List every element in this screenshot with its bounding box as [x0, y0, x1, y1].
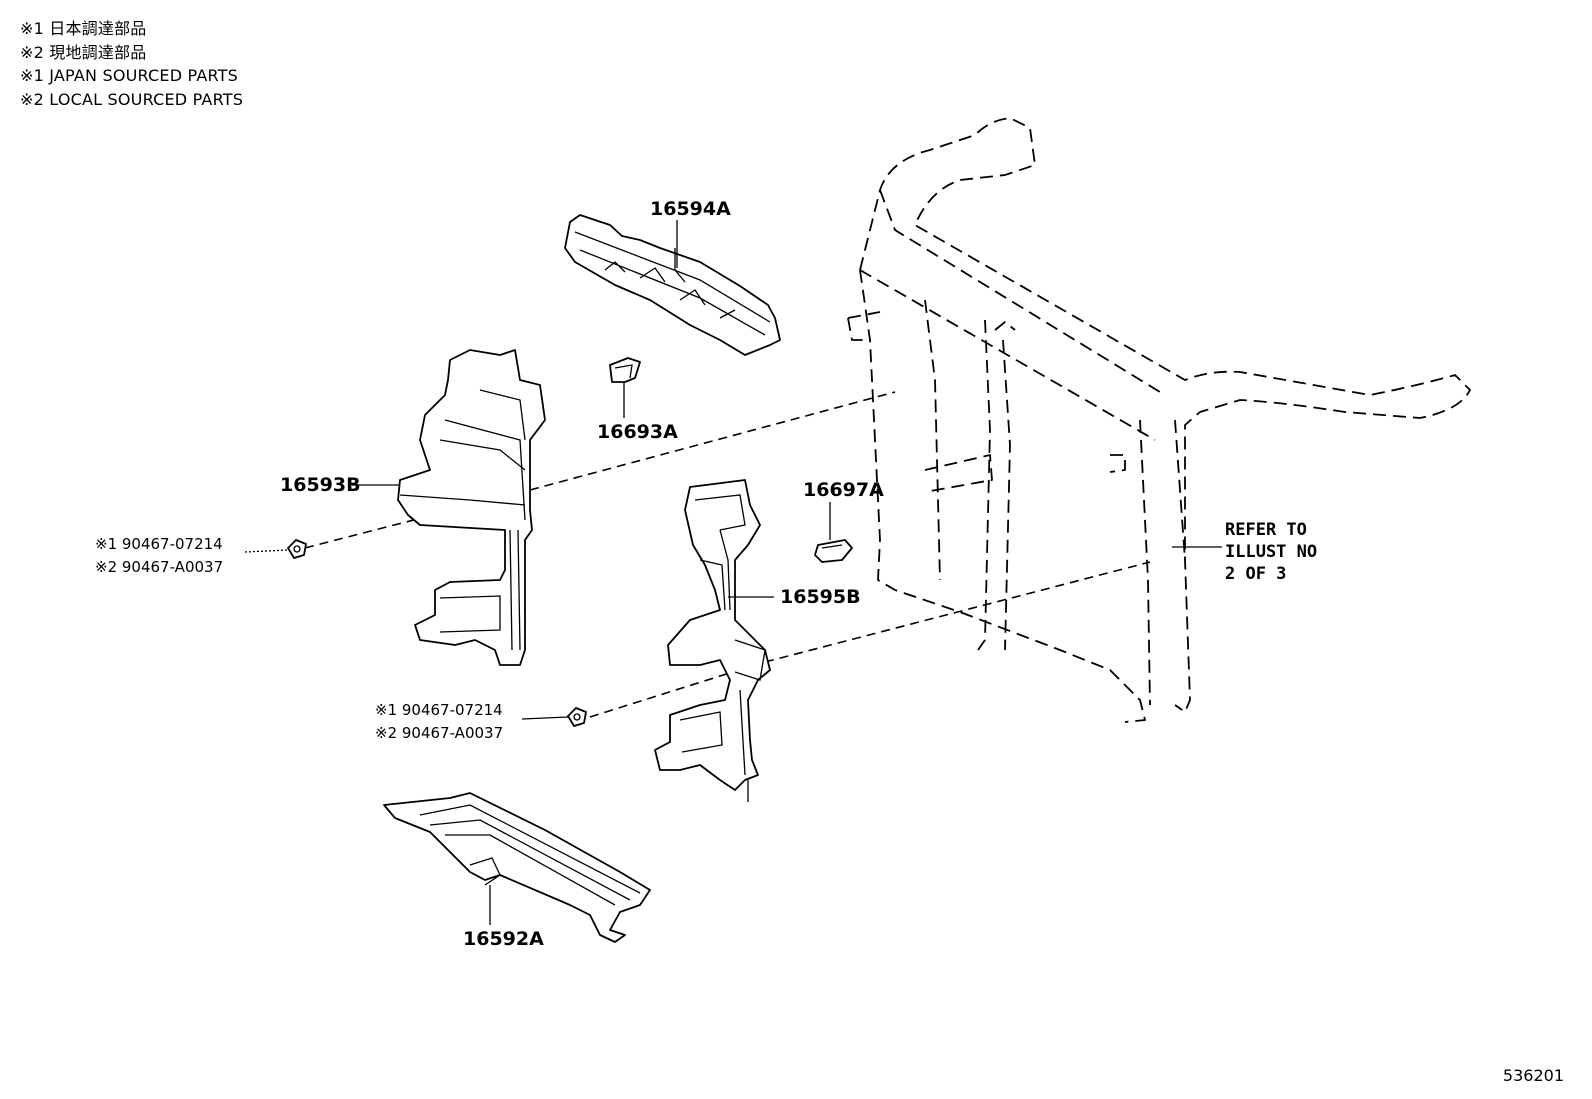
part-16594A-drawing [564, 214, 781, 356]
legend-local-en: ※2 LOCAL SOURCED PARTS [20, 89, 244, 109]
install-line-upper [304, 391, 896, 549]
legend-local-jp: ※2 現地調達部品 [20, 42, 147, 62]
refer-line-3: 2 OF 3 [1225, 564, 1286, 584]
legend-japan-en: ※1 JAPAN SOURCED PARTS [20, 66, 239, 85]
label-16592A: 16592A [463, 928, 544, 950]
label-16693A: 16693A [597, 421, 678, 443]
leader-fastener-upper [244, 549, 289, 553]
refer-line-1: REFER TO [1225, 520, 1307, 540]
part-16593B-drawing [397, 349, 546, 666]
install-line-lower [589, 561, 1151, 718]
part-16595B-drawing [654, 479, 771, 802]
label-16594A: 16594A [650, 198, 731, 220]
part-16693A-drawing [609, 357, 641, 383]
label-16697A: 16697A [803, 479, 884, 501]
part-16697A-drawing [814, 539, 853, 563]
label-16595B: 16595B [780, 586, 861, 608]
refer-line-2: ILLUST NO [1225, 542, 1317, 562]
fastener-clip-lower [567, 707, 587, 727]
fastener-clip-upper [287, 539, 307, 559]
label-fastener-upper-1: ※1 90467-07214 [95, 535, 223, 553]
label-fastener-lower-1: ※1 90467-07214 [375, 701, 503, 719]
document-number: 536201 [1502, 1066, 1564, 1085]
leader-fastener-lower [521, 716, 569, 720]
part-16592A-drawing [383, 792, 651, 943]
radiator-support-phantom [847, 117, 1471, 723]
legend: ※1 日本調達部品 ※2 現地調達部品 ※1 JAPAN SOURCED PAR… [20, 17, 243, 111]
label-16593B: 16593B [280, 474, 361, 496]
label-fastener-upper-2: ※2 90467-A0037 [95, 558, 223, 576]
label-fastener-lower-2: ※2 90467-A0037 [375, 724, 503, 742]
legend-japan-jp: ※1 日本調達部品 [20, 19, 147, 38]
